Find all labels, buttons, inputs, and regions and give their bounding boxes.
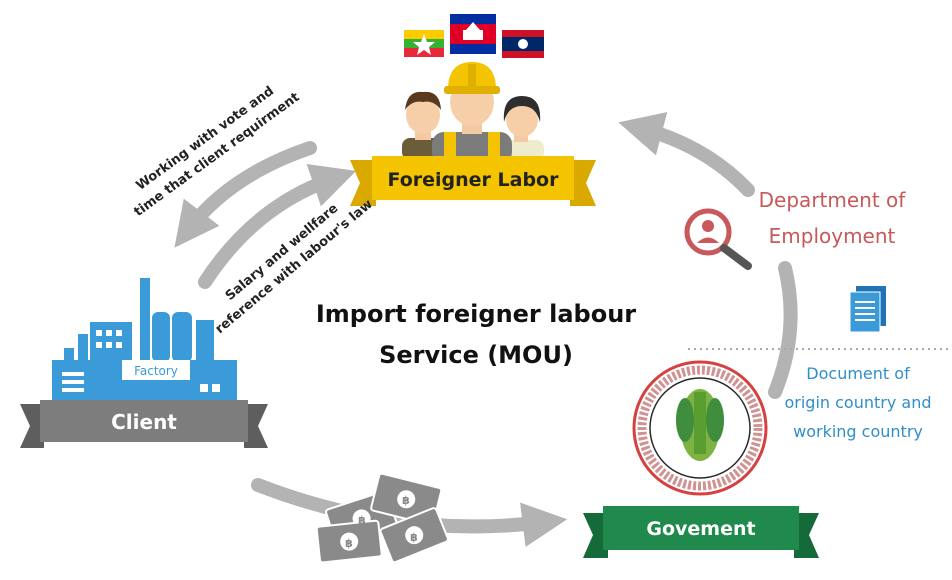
- department-line2: Employment: [769, 224, 896, 248]
- worker-center-icon: [432, 62, 512, 164]
- document-line3: working country: [793, 422, 923, 441]
- arrow-labor-to-client: [174, 141, 317, 248]
- department-line1: Department of: [759, 188, 907, 212]
- factory-sign: Factory: [134, 364, 178, 378]
- labor-label: Foreigner Labor: [388, 169, 560, 191]
- client-label: Client: [111, 410, 177, 434]
- document-line2: origin country and: [784, 393, 931, 412]
- flag-laos-icon: [502, 30, 544, 58]
- note-labor-to-client-line1: Salary and wellfare: [223, 201, 342, 304]
- factory-icon: [52, 278, 237, 402]
- money-symbol: ฿: [410, 531, 418, 544]
- arrow-client-to-labor: [198, 163, 357, 289]
- money-symbol: ฿: [358, 514, 366, 527]
- government-banner: [583, 506, 819, 558]
- document-line1: Document of: [806, 364, 910, 383]
- magnifier-person-icon: [684, 208, 752, 270]
- money-icon: [315, 472, 449, 564]
- flag-myanmar-icon: [404, 30, 444, 57]
- center-title-line1: Import foreigner labour: [316, 300, 636, 328]
- money-symbol: ฿: [402, 494, 410, 507]
- document-icon: [849, 286, 886, 333]
- center-title-line2: Service (MOU): [379, 341, 573, 369]
- government-seal-icon: [632, 360, 768, 496]
- money-symbol: ฿: [345, 537, 353, 550]
- flag-cambodia-icon: [450, 14, 496, 54]
- labor-banner: [350, 156, 596, 206]
- client-banner: [20, 400, 268, 448]
- government-label: Govement: [646, 518, 755, 540]
- arrow-department-to-labor: [618, 112, 755, 197]
- arrow-gov-to-department: [768, 261, 798, 399]
